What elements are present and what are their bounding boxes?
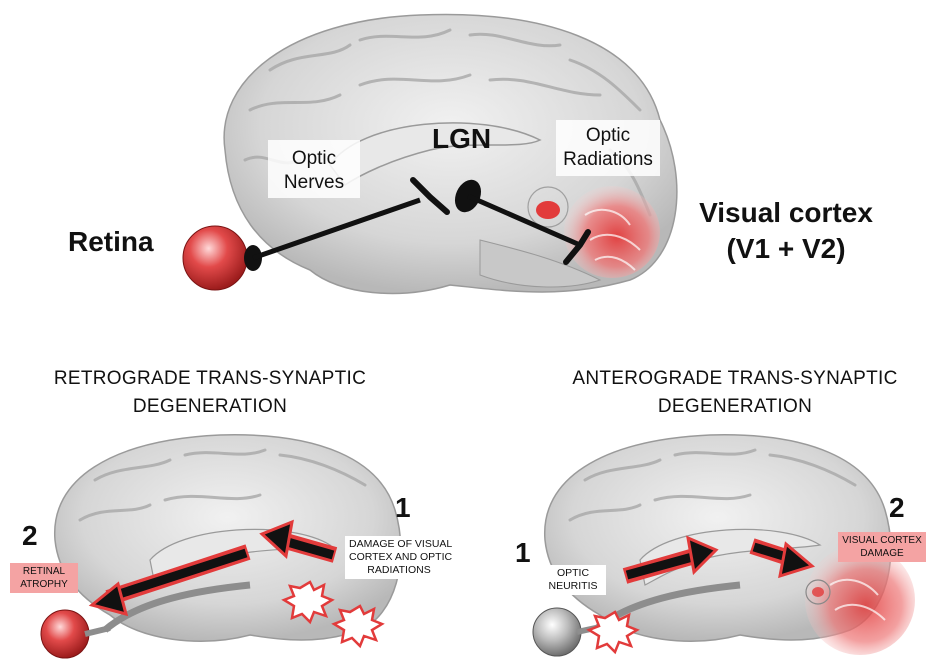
optic-radiations-label: Optic Radiations	[558, 124, 658, 172]
visual-cortex-label: Visual cortex (V1 + V2)	[686, 195, 886, 267]
anterograde-heading: ANTEROGRADE TRANS-SYNAPTIC DEGENERATION	[560, 365, 910, 421]
optic-nerves-line1: Optic	[270, 147, 358, 171]
retrograde-heading-line2: DEGENERATION	[40, 393, 380, 421]
retrograde-step2-line1: RETINAL	[14, 565, 74, 578]
retrograde-step2-number: 2	[22, 520, 38, 552]
retrograde-heading: RETROGRADE TRANS-SYNAPTIC DEGENERATION	[40, 365, 380, 421]
anterograde-step2-number: 2	[889, 492, 905, 524]
lgn-label: LGN	[432, 123, 491, 155]
optic-radiations-line1: Optic	[558, 124, 658, 148]
retrograde-step1-line1: DAMAGE OF VISUAL	[349, 538, 449, 551]
retrograde-heading-line1: RETROGRADE TRANS-SYNAPTIC	[40, 365, 380, 393]
retrograde-step1-line3: RADIATIONS	[349, 564, 449, 577]
anterograde-step1-line1: OPTIC	[544, 567, 602, 580]
anterograde-step2-text: VISUAL CORTEX DAMAGE	[838, 532, 926, 562]
anterograde-step2-line1: VISUAL CORTEX	[842, 534, 922, 547]
retrograde-step2-line2: ATROPHY	[14, 578, 74, 591]
retrograde-step2-text: RETINAL ATROPHY	[10, 563, 78, 593]
retrograde-step1-text: DAMAGE OF VISUAL CORTEX AND OPTIC RADIAT…	[345, 536, 453, 579]
optic-nerves-label: Optic Nerves	[270, 147, 358, 195]
anterograde-step1-text: OPTIC NEURITIS	[540, 565, 606, 595]
optic-radiations-line2: Radiations	[558, 148, 658, 172]
retrograde-step1-line2: CORTEX AND OPTIC	[349, 551, 449, 564]
retina-label: Retina	[68, 226, 154, 258]
anterograde-step2-line2: DAMAGE	[842, 547, 922, 560]
anterograde-heading-line1: ANTEROGRADE TRANS-SYNAPTIC	[560, 365, 910, 393]
retrograde-step1-number: 1	[395, 492, 411, 524]
visual-cortex-line2: (V1 + V2)	[686, 231, 886, 267]
anterograde-heading-line2: DEGENERATION	[560, 393, 910, 421]
anterograde-step1-line2: NEURITIS	[544, 580, 602, 593]
anterograde-step1-number: 1	[515, 537, 531, 569]
optic-nerves-line2: Nerves	[270, 171, 358, 195]
visual-cortex-line1: Visual cortex	[686, 195, 886, 231]
